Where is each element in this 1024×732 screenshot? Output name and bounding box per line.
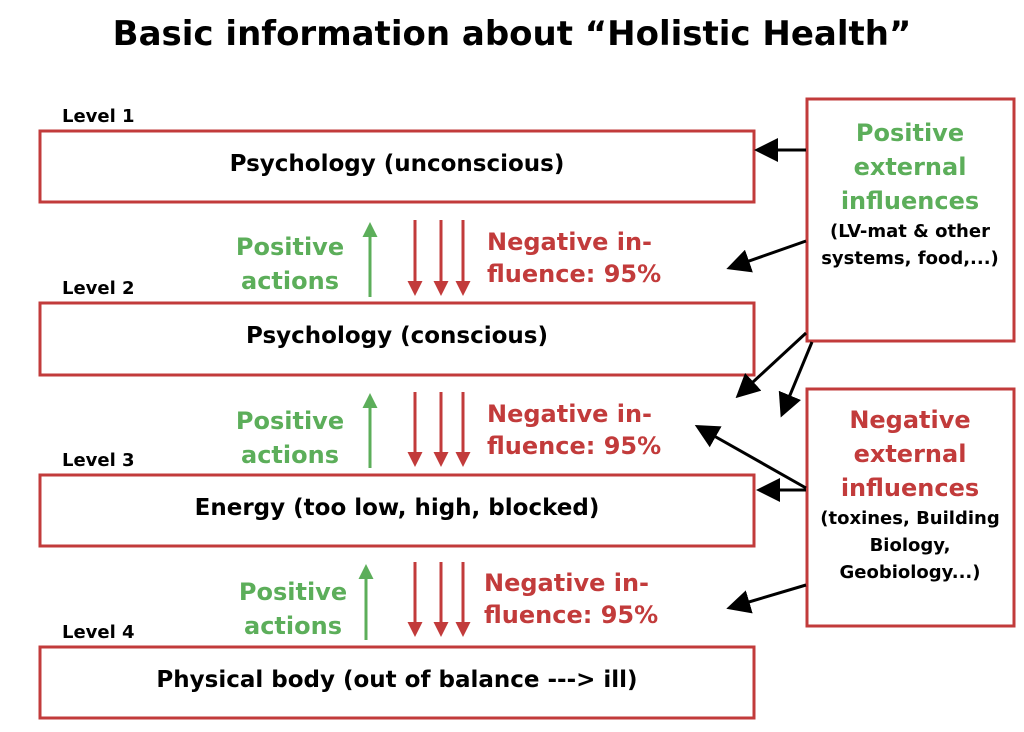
positive-external-text: Positive external influences (LV-mat & o… bbox=[806, 116, 1014, 272]
positive-actions-label-3: Positive actions bbox=[213, 575, 373, 643]
negative-line: Negative in- bbox=[487, 228, 652, 256]
negative-influence-label-2: Negative in- fluence: 95% bbox=[487, 398, 661, 462]
level-3-box bbox=[38, 473, 756, 548]
negative-line: Negative in- bbox=[484, 569, 649, 597]
positive-line: actions bbox=[244, 612, 342, 640]
level-2-box bbox=[38, 301, 756, 377]
positive-external-box bbox=[805, 97, 1016, 343]
heading-line: external bbox=[853, 153, 967, 181]
negative-line: Negative in- bbox=[487, 400, 652, 428]
level-3-text: Energy (too low, high, blocked) bbox=[194, 495, 600, 521]
influence-arrow bbox=[735, 331, 808, 399]
positive-actions-label-2: Positive actions bbox=[210, 404, 370, 472]
negative-line: fluence: 95% bbox=[487, 260, 662, 288]
negative-line: fluence: 95% bbox=[487, 432, 662, 460]
negative-external-text: Negative external influences (toxines, B… bbox=[806, 403, 1014, 586]
influence-arrow bbox=[694, 425, 807, 490]
detail-text: (toxines, Building Biology, Geobiology..… bbox=[820, 508, 1000, 583]
level-4-box bbox=[38, 645, 756, 720]
page-title: Basic information about “Holistic Health… bbox=[112, 14, 912, 54]
negative-line: fluence: 95% bbox=[484, 601, 659, 629]
positive-line: actions bbox=[241, 441, 339, 469]
heading-line: influences bbox=[840, 474, 980, 502]
level-1-box bbox=[38, 129, 756, 204]
level-2-text: Psychology (conscious) bbox=[246, 323, 548, 349]
level-2-label: Level 2 bbox=[62, 278, 135, 299]
negative-external-box bbox=[805, 387, 1016, 628]
level-4-label: Level 4 bbox=[62, 622, 135, 643]
level-4-text: Physical body (out of balance ---> ill) bbox=[156, 667, 638, 693]
influence-arrow bbox=[726, 239, 807, 273]
positive-line: Positive bbox=[235, 233, 345, 261]
level-1-label: Level 1 bbox=[62, 106, 135, 127]
heading-line: Positive bbox=[855, 119, 965, 147]
level-3-label: Level 3 bbox=[62, 450, 135, 471]
negative-influence-label-3: Negative in- fluence: 95% bbox=[484, 567, 658, 631]
influence-arrow bbox=[726, 583, 807, 614]
positive-actions-label-1: Positive actions bbox=[210, 230, 370, 298]
level-1-text: Psychology (unconscious) bbox=[229, 151, 565, 177]
heading-line: Negative bbox=[849, 406, 971, 434]
negative-influence-label-1: Negative in- fluence: 95% bbox=[487, 226, 661, 290]
positive-line: actions bbox=[241, 267, 339, 295]
positive-line: Positive bbox=[235, 407, 345, 435]
heading-line: external bbox=[853, 440, 967, 468]
influence-arrow bbox=[778, 341, 814, 418]
positive-line: Positive bbox=[238, 578, 348, 606]
detail-text: (LV-mat & other systems, food,...) bbox=[821, 221, 999, 269]
heading-line: influences bbox=[840, 187, 980, 215]
